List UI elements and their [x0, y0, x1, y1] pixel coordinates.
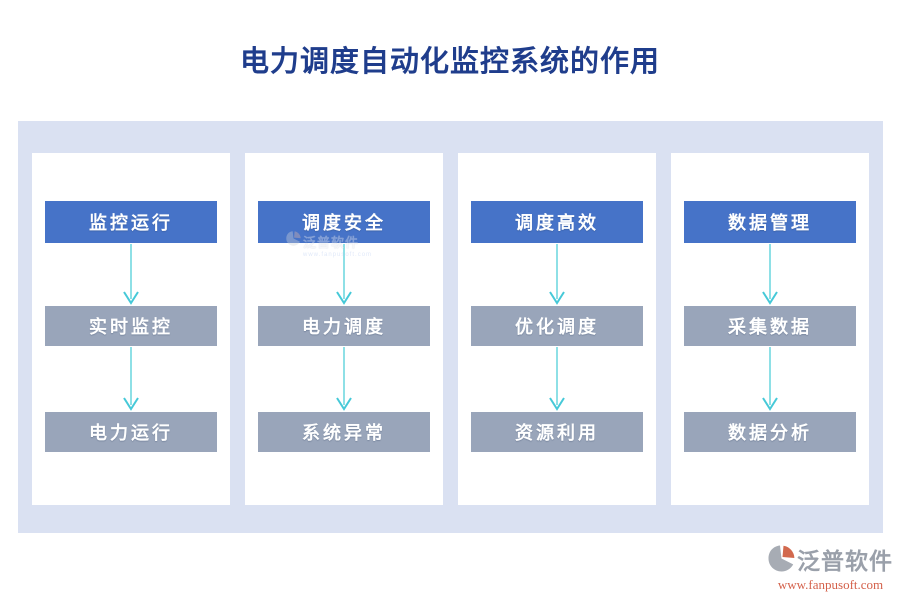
flow-column-2: 调度安全 电力调度 系统异常: [245, 153, 443, 505]
flow-step: 采集数据: [684, 306, 856, 346]
column-header: 调度安全: [258, 201, 430, 243]
column-header: 调度高效: [471, 201, 643, 243]
down-arrow-icon: [548, 346, 566, 412]
down-arrow-icon: [335, 346, 353, 412]
page-title: 电力调度自动化监控系统的作用: [239, 46, 660, 78]
flow-step: 资源利用: [471, 412, 643, 452]
column-header: 监控运行: [45, 201, 217, 243]
down-arrow-icon: [122, 346, 140, 412]
column-header: 数据管理: [684, 201, 856, 243]
down-arrow-icon: [335, 243, 353, 306]
flow-column-4: 数据管理 采集数据 数据分析: [671, 153, 869, 505]
flow-step: 电力调度: [258, 306, 430, 346]
fanpu-logo-icon: [768, 545, 795, 577]
down-arrow-icon: [122, 243, 140, 306]
diagram-panel: 监控运行 实时监控 电力运行 调度安全 电力调度 系统异常 调度高效: [18, 121, 883, 533]
down-arrow-icon: [761, 243, 779, 306]
flow-column-3: 调度高效 优化调度 资源利用: [458, 153, 656, 505]
flow-step: 数据分析: [684, 412, 856, 452]
flow-step: 优化调度: [471, 306, 643, 346]
flow-step: 系统异常: [258, 412, 430, 452]
fanpu-logo: 泛普软件 www.fanpusoft.com: [768, 545, 893, 591]
flow-column-1: 监控运行 实时监控 电力运行: [32, 153, 230, 505]
flow-step: 电力运行: [45, 412, 217, 452]
fanpu-logo-url: www.fanpusoft.com: [777, 577, 884, 592]
fanpu-logo-text: 泛普软件: [797, 547, 893, 574]
down-arrow-icon: [548, 243, 566, 306]
flow-step: 实时监控: [45, 306, 217, 346]
down-arrow-icon: [761, 346, 779, 412]
